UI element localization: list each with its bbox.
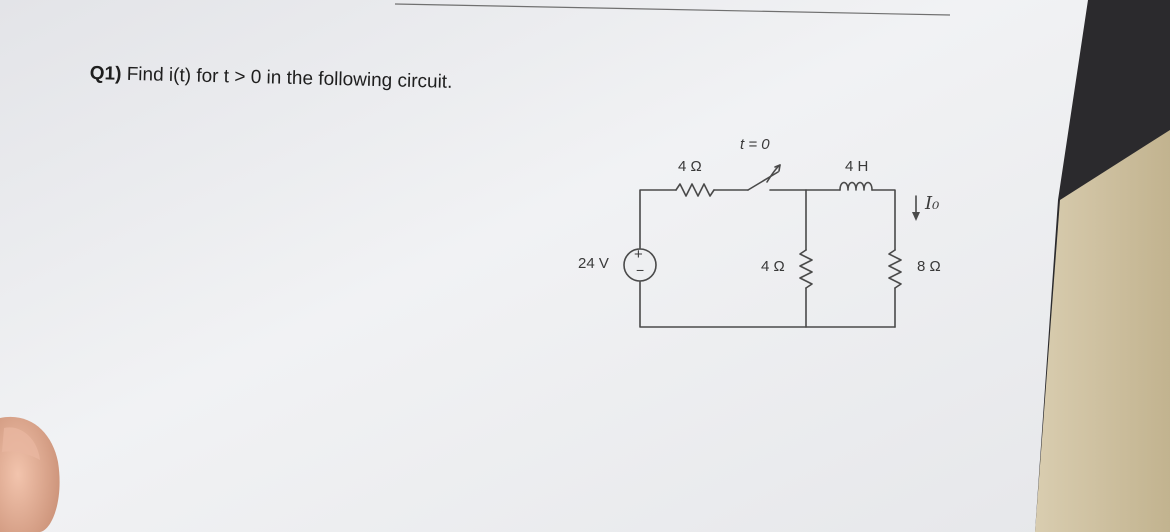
fingernail xyxy=(2,427,40,460)
switch-blade xyxy=(747,171,779,191)
paper-top-rule xyxy=(394,3,951,16)
inductor-label: 4 H xyxy=(845,158,869,175)
wire-to-right xyxy=(871,189,896,251)
shunt-resistor-label: 4 Ω xyxy=(761,258,785,275)
switch-arrow xyxy=(766,164,781,183)
load-resistor-label: 8 Ω xyxy=(917,258,941,275)
source-plus-sign: + xyxy=(634,246,643,263)
current-arrowhead xyxy=(912,212,920,221)
wire-left-top xyxy=(639,189,677,249)
resistor-shunt xyxy=(799,249,813,289)
source-voltage-label: 24 V xyxy=(578,255,609,272)
resistor-load xyxy=(888,249,902,289)
wire-left-bottom xyxy=(639,281,896,328)
current-label: I₀ xyxy=(925,193,940,214)
inductor-coil xyxy=(839,181,873,191)
voltage-source xyxy=(623,248,657,282)
source-minus-sign: − xyxy=(636,262,645,278)
wooden-surface xyxy=(1035,130,1170,532)
switch-arrowhead xyxy=(774,164,781,172)
switch-time-label: t = 0 xyxy=(740,136,770,153)
paper-sheet xyxy=(0,0,1088,532)
resistor-series xyxy=(675,183,715,197)
series-resistor-label: 4 Ω xyxy=(678,158,702,175)
